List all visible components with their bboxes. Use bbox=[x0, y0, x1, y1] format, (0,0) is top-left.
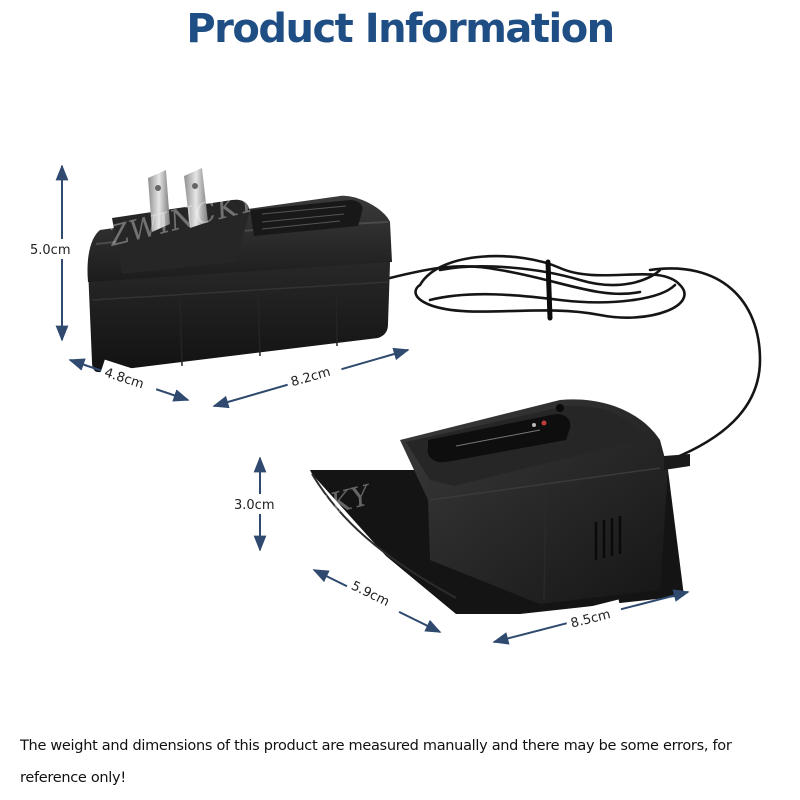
adapter-height-label: 5.0cm bbox=[30, 243, 71, 258]
dock-height-label: 3.0cm bbox=[234, 498, 275, 513]
wall-adapter bbox=[87, 168, 392, 373]
power-cable bbox=[388, 254, 762, 462]
page-title: Product Information bbox=[186, 6, 615, 52]
charger-dock bbox=[310, 399, 690, 614]
disclaimer-note: The weight and dimensions of this produc… bbox=[20, 738, 732, 786]
vent-slots bbox=[594, 516, 622, 560]
